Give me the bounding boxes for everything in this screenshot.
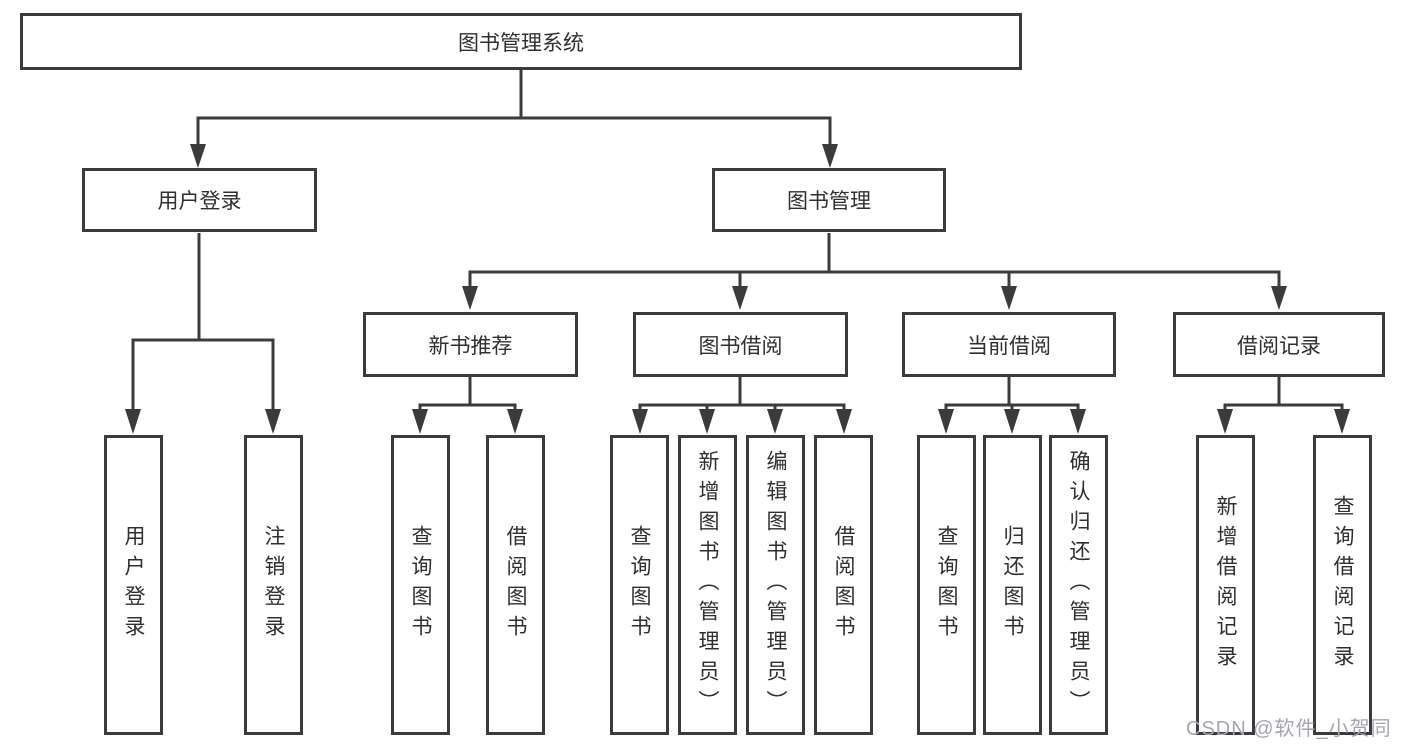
node-book-borrow: 图书借阅 xyxy=(633,312,848,377)
arrow-down-icon xyxy=(507,409,523,434)
node-borrow-record: 借阅记录 xyxy=(1173,312,1385,377)
arrow-down-icon xyxy=(1217,409,1233,434)
arrow-down-icon xyxy=(265,409,281,434)
arrowheads xyxy=(125,144,1350,434)
arrow-down-icon xyxy=(1334,409,1350,434)
node-current-borrow: 当前借阅 xyxy=(902,312,1116,377)
leaf-query-book-3-label: 查询图书 xyxy=(935,525,958,645)
leaf-add-book-admin-label: 新增图书（管理员） xyxy=(696,450,719,720)
leaf-edit-book-admin-label: 编辑图书（管理员） xyxy=(764,450,787,720)
leaf-add-borrow-record: 新增借阅记录 xyxy=(1196,435,1255,735)
arrow-down-icon xyxy=(1004,409,1020,434)
leaf-query-borrow-record-label: 查询借阅记录 xyxy=(1331,495,1354,675)
arrow-down-icon xyxy=(1271,286,1287,310)
arrow-down-icon xyxy=(462,286,478,310)
leaf-confirm-return-admin-label: 确认归还（管理员） xyxy=(1067,450,1090,720)
arrow-down-icon xyxy=(190,144,206,168)
leaf-edit-book-admin: 编辑图书（管理员） xyxy=(746,435,805,735)
leaf-logout-label: 注销登录 xyxy=(262,525,285,645)
node-new-book-recommend: 新书推荐 xyxy=(363,312,578,377)
arrow-down-icon xyxy=(1070,409,1086,434)
leaf-query-book-2-label: 查询图书 xyxy=(628,525,651,645)
arrow-down-icon xyxy=(412,409,428,434)
leaf-query-book-1: 查询图书 xyxy=(391,435,450,735)
arrow-down-icon xyxy=(836,409,852,434)
arrow-down-icon xyxy=(822,144,838,168)
arrow-down-icon xyxy=(938,409,954,434)
arrow-down-icon xyxy=(699,409,715,434)
leaf-borrow-book-1-label: 借阅图书 xyxy=(504,525,527,645)
leaf-return-book: 归还图书 xyxy=(983,435,1042,735)
leaf-query-book-3: 查询图书 xyxy=(917,435,976,735)
arrow-down-icon xyxy=(125,409,141,434)
leaf-query-book-1-label: 查询图书 xyxy=(409,525,432,645)
leaf-confirm-return-admin: 确认归还（管理员） xyxy=(1049,435,1108,735)
leaf-add-borrow-record-label: 新增借阅记录 xyxy=(1214,495,1237,675)
leaf-add-book-admin: 新增图书（管理员） xyxy=(678,435,737,735)
csdn-watermark: CSDN @软件_小贺同学 xyxy=(1186,718,1392,740)
node-root: 图书管理系统 xyxy=(20,13,1022,70)
leaf-return-book-label: 归还图书 xyxy=(1001,525,1024,645)
leaf-query-book-2: 查询图书 xyxy=(610,435,669,735)
leaf-user-login: 用户登录 xyxy=(104,435,163,735)
arrow-down-icon xyxy=(767,409,783,434)
leaf-user-login-label: 用户登录 xyxy=(122,525,145,645)
leaf-borrow-book-2-label: 借阅图书 xyxy=(832,525,855,645)
arrow-down-icon xyxy=(632,409,648,434)
arrow-down-icon xyxy=(1001,286,1017,310)
node-user-login-branch: 用户登录 xyxy=(82,168,317,232)
leaf-borrow-book-2: 借阅图书 xyxy=(814,435,873,735)
arrow-down-icon xyxy=(732,286,748,310)
leaf-logout: 注销登录 xyxy=(244,435,303,735)
node-book-management: 图书管理 xyxy=(712,168,946,232)
leaf-borrow-book-1: 借阅图书 xyxy=(486,435,545,735)
leaf-query-borrow-record: 查询借阅记录 xyxy=(1313,435,1372,735)
